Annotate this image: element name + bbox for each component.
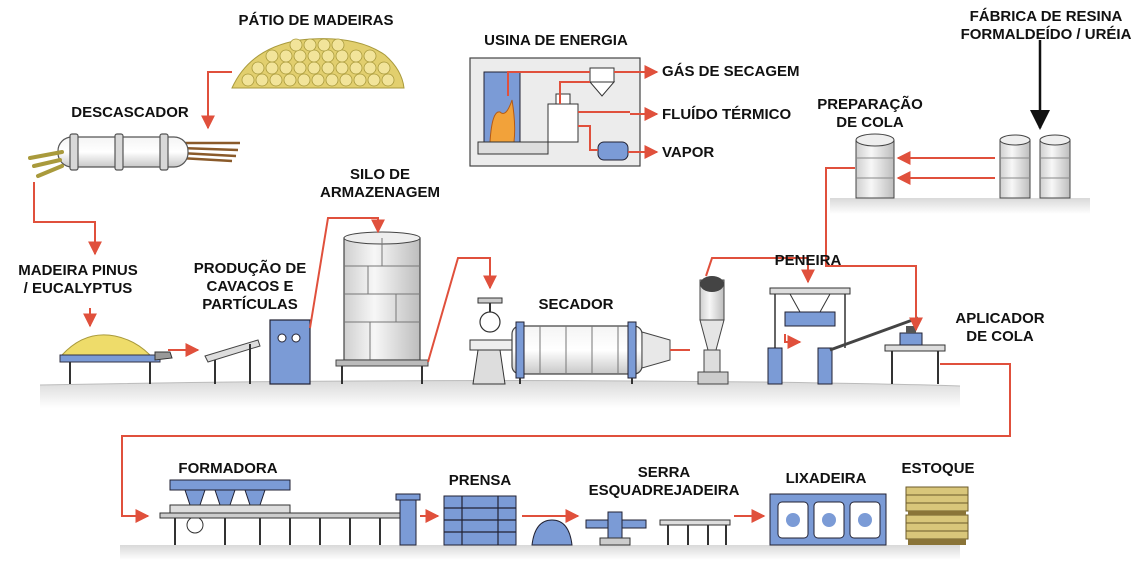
label-madeira-line1: MADEIRA PINUS <box>18 262 138 279</box>
label-aplicador-line2: DE COLA <box>966 328 1034 345</box>
storage-silo <box>335 231 429 384</box>
arrow-sieve-out <box>784 334 802 349</box>
label-serra-line1: SERRA <box>637 464 691 481</box>
squaring-saw <box>585 511 731 546</box>
flow-arrows <box>33 71 1011 523</box>
sieve-machine <box>767 287 919 385</box>
label-secador: SECADOR <box>538 296 614 313</box>
glue-prep-tank <box>855 133 895 199</box>
label-gas-secagem: GÁS DE SECAGEM <box>662 63 800 80</box>
label-producao-line2: CAVACOS E <box>206 278 294 295</box>
label-descascador: DESCASCADOR <box>71 104 189 121</box>
label-vapor: VAPOR <box>662 144 715 161</box>
label-fabrica-resina-line2: FORMALDEÍDO / URÉIA <box>960 26 1132 43</box>
label-estoque: ESTOQUE <box>901 460 975 477</box>
label-preparacao-cola: PREPARAÇÃO DE COLA <box>817 96 923 132</box>
label-patio-madeiras: PÁTIO DE MADEIRAS <box>238 12 394 29</box>
label-fabrica-resina-line1: FÁBRICA DE RESINA <box>969 8 1123 25</box>
label-preparacao-cola-line1: PREPARAÇÃO <box>817 96 923 113</box>
label-silo-line1: SILO DE <box>349 166 410 183</box>
label-formadora: FORMADORA <box>178 460 278 477</box>
label-fabrica-resina: FÁBRICA DE RESINA FORMALDEÍDO / URÉIA <box>961 8 1132 44</box>
arrow-applicator-to-former <box>121 363 1011 523</box>
power-plant-box <box>469 57 641 167</box>
label-madeira-pinus: MADEIRA PINUS / EUCALYPTUS <box>18 262 137 298</box>
arrow-prep-to-applicator <box>825 167 923 332</box>
glue-applicator <box>884 326 946 384</box>
former-machine <box>159 479 421 546</box>
dryer-drum <box>469 297 671 385</box>
label-usina-energia: USINA DE ENERGIA <box>484 32 628 49</box>
press-machine <box>443 495 573 546</box>
stock-stack <box>905 486 969 545</box>
arrow-debarker-to-wood <box>33 182 102 256</box>
chipper-machine <box>204 319 311 385</box>
label-madeira-line2: / EUCALYPTUS <box>23 280 133 297</box>
label-fluido-termico: FLUÍDO TÉRMICO <box>662 106 792 123</box>
label-silo-line2: ARMAZENAGEM <box>320 184 440 201</box>
wood-yard-pile <box>231 38 405 89</box>
power-outlets <box>614 65 659 159</box>
label-lixadeira: LIXADEIRA <box>785 470 867 487</box>
raw-wood-conveyor <box>59 334 173 384</box>
arrow-yard-to-debarker <box>201 71 232 130</box>
label-peneira: PENEIRA <box>774 252 842 269</box>
cyclone-separator <box>697 276 729 385</box>
arrow-cyclone-to-sieve <box>705 257 815 284</box>
label-serra-line2: ESQUADREJADEIRA <box>588 482 740 499</box>
sander-machine <box>769 493 887 546</box>
label-producao-line1: PRODUÇÃO DE <box>193 260 307 277</box>
ground-upper <box>39 380 961 408</box>
label-producao-line3: PARTÍCULAS <box>202 296 298 313</box>
ground-resin <box>830 198 1090 214</box>
label-silo-armazenagem: SILO DE ARMAZENAGEM <box>320 166 440 202</box>
debarker-drum <box>28 133 240 178</box>
label-producao-cavacos: PRODUÇÃO DE CAVACOS E PARTÍCULAS <box>194 260 307 314</box>
ground-lower <box>120 545 960 560</box>
label-preparacao-cola-line2: DE COLA <box>836 114 904 131</box>
arrow-chipper-to-silo <box>309 217 385 329</box>
arrow-silo-to-dryer <box>427 257 497 363</box>
label-aplicador-line1: APLICADOR <box>955 310 1045 327</box>
label-prensa: PRENSA <box>448 472 512 489</box>
label-serra: SERRA ESQUADREJADEIRA <box>589 464 740 500</box>
resin-factory-tanks <box>999 134 1071 199</box>
label-aplicador-cola: APLICADOR DE COLA <box>955 310 1044 346</box>
